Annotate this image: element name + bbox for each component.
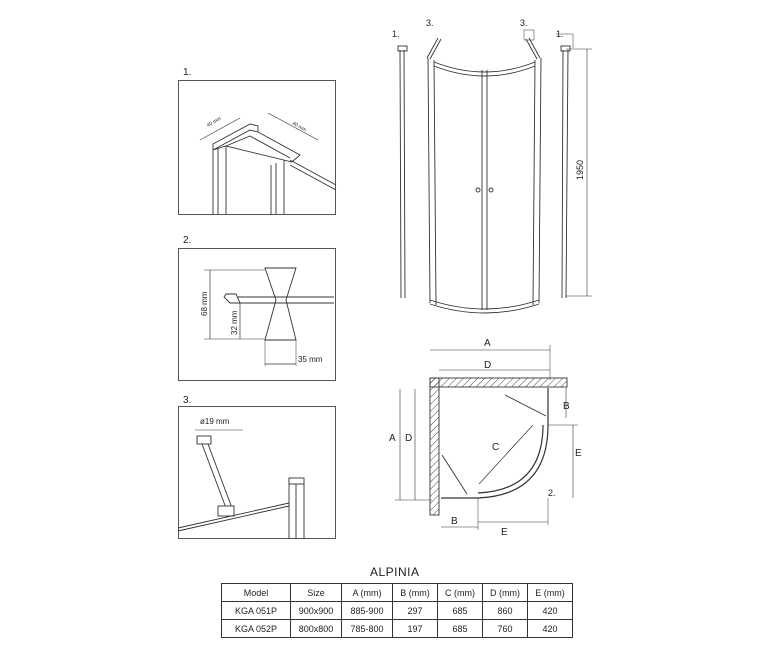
- plan-label-a-left: A: [389, 433, 396, 444]
- detail-3-diameter: ø19 mm: [200, 417, 230, 426]
- plan-label-a-top: A: [484, 338, 491, 349]
- table-cell: 860: [482, 601, 528, 620]
- header-cell: C (mm): [437, 583, 483, 602]
- elevation-callout-left-1: 1.: [392, 29, 400, 39]
- detail-1-dim-b: 40 mm: [291, 121, 307, 134]
- table-cell: 885-900: [341, 601, 393, 620]
- detail-3-frame: [178, 406, 336, 539]
- table-cell: 785-800: [341, 619, 393, 638]
- table-row: KGA 051P 900x900 885-900 297 685 860 420: [221, 601, 573, 620]
- plan-label-b-right: B: [563, 401, 570, 412]
- table-row: KGA 052P 800x800 785-800 197 685 760 420: [221, 619, 573, 638]
- detail-1-drawing: [199, 112, 337, 214]
- detail-2-number: 2.: [183, 235, 192, 246]
- plan-label-d-top: D: [484, 360, 491, 371]
- elevation-height-label: 1950: [575, 160, 585, 180]
- table-cell: KGA 052P: [221, 619, 291, 638]
- table-cell: 197: [392, 619, 438, 638]
- header-cell: A (mm): [341, 583, 393, 602]
- plan-label-2: 2.: [548, 488, 556, 498]
- detail-1-dim-a: 40 mm: [206, 116, 222, 129]
- header-cell: E (mm): [527, 583, 573, 602]
- plan-label-e-bottom: E: [501, 527, 508, 538]
- header-cell: B (mm): [392, 583, 438, 602]
- table-cell: KGA 051P: [221, 601, 291, 620]
- table-cell: 420: [527, 601, 573, 620]
- spec-table: Model Size A (mm) B (mm) C (mm) D (mm) E…: [221, 583, 573, 638]
- plan-label-d-left: D: [405, 433, 412, 444]
- table-cell: 685: [437, 619, 483, 638]
- detail-2-height-total: 68 mm: [200, 291, 209, 316]
- table-cell: 760: [482, 619, 528, 638]
- table-cell: 420: [527, 619, 573, 638]
- detail-2-height-lower: 32 mm: [230, 310, 239, 335]
- spec-table-header-row: Model Size A (mm) B (mm) C (mm) D (mm) E…: [221, 583, 573, 602]
- detail-2-drawing: [204, 267, 334, 366]
- detail-1-number: 1.: [183, 67, 192, 78]
- plan-drawing: [395, 345, 578, 530]
- header-cell: D (mm): [482, 583, 528, 602]
- elevation-drawing: [397, 29, 592, 314]
- detail-2-width: 35 mm: [298, 355, 323, 364]
- plan-label-e-right: E: [575, 448, 582, 459]
- elevation-callout-right-1: 1.: [556, 29, 564, 39]
- detail-3-number: 3.: [183, 395, 192, 406]
- header-cell: Model: [221, 583, 291, 602]
- plan-label-c: C: [492, 442, 499, 453]
- elevation-callout-right-3: 3.: [520, 18, 528, 28]
- table-cell: 800x800: [290, 619, 342, 638]
- table-cell: 900x900: [290, 601, 342, 620]
- header-cell: Size: [290, 583, 342, 602]
- table-cell: 297: [392, 601, 438, 620]
- detail-3-drawing: [177, 429, 305, 539]
- table-cell: 685: [437, 601, 483, 620]
- plan-label-b-bottom: B: [451, 516, 458, 527]
- product-title: ALPINIA: [370, 565, 420, 579]
- elevation-callout-left-3: 3.: [426, 18, 434, 28]
